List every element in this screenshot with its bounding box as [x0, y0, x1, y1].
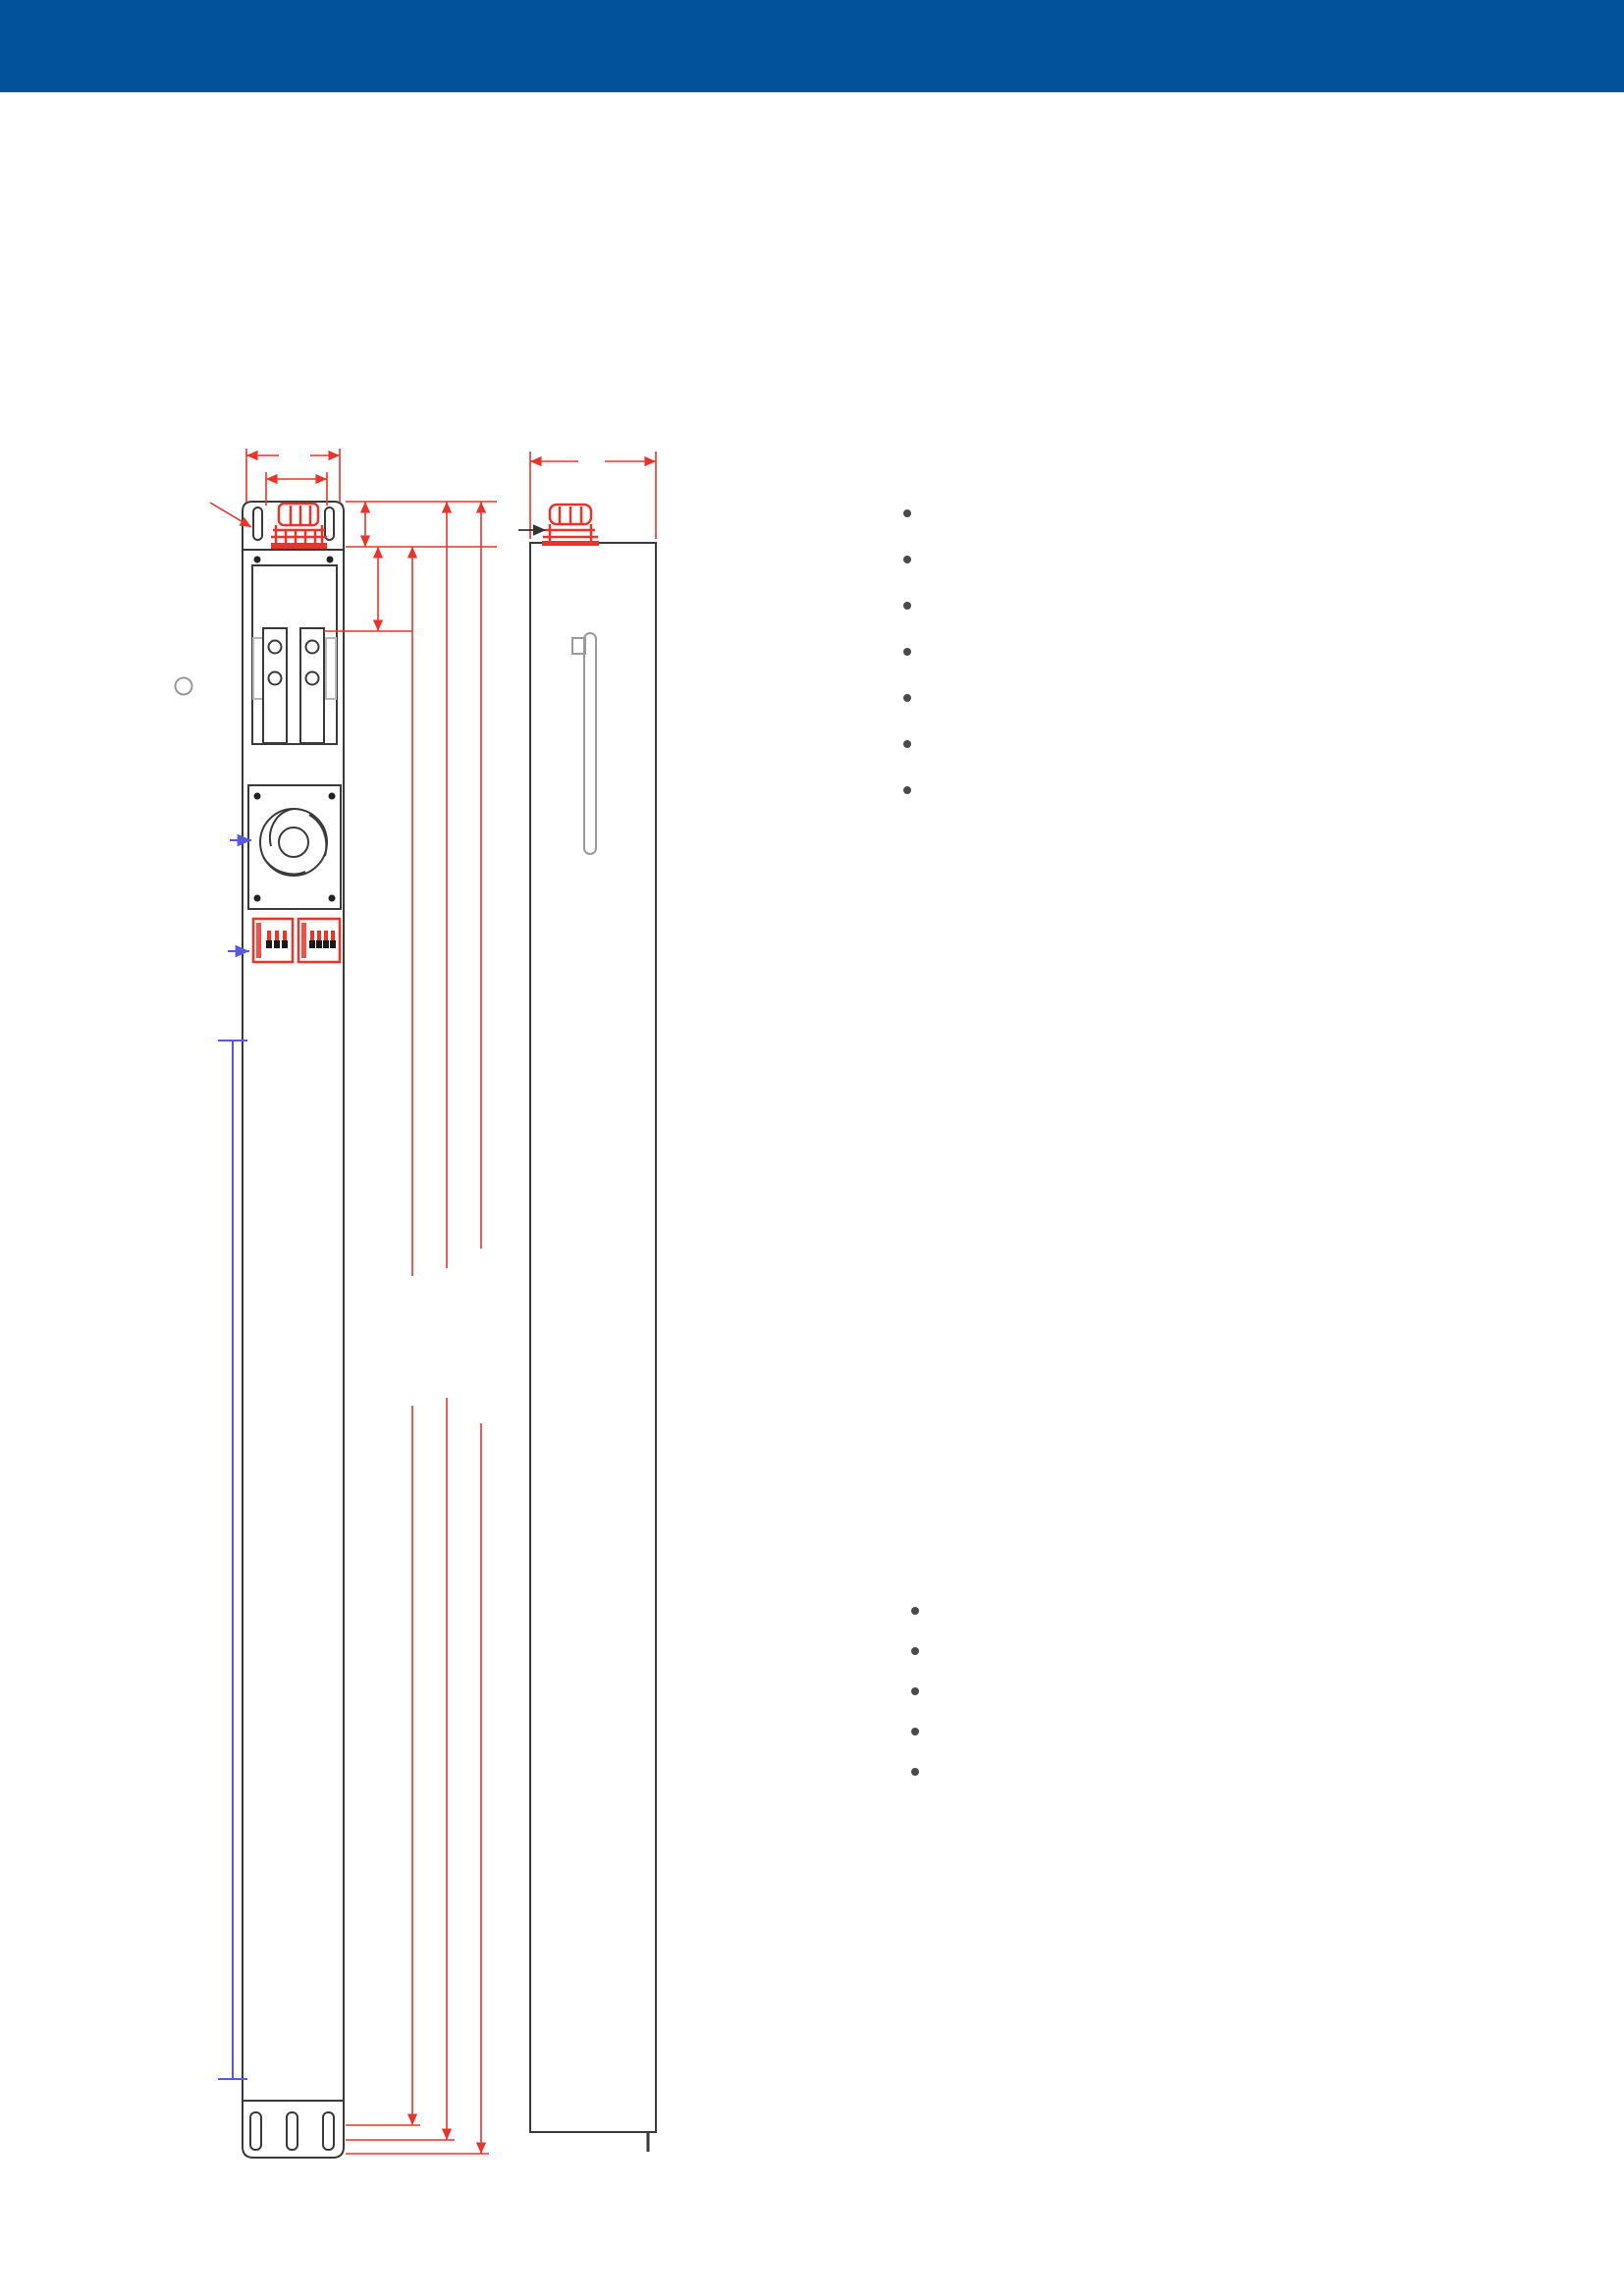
- feature-item: [892, 775, 925, 822]
- header-band: [0, 0, 1624, 92]
- mounting-bracket: [242, 501, 345, 550]
- bracket-slot: [324, 507, 335, 541]
- side-view: [529, 542, 657, 2152]
- application-item: [899, 1596, 933, 1636]
- application-item: [899, 1717, 933, 1757]
- bullet-icon: [903, 602, 911, 610]
- bullet-icon: [911, 1687, 919, 1695]
- application-item: [899, 1677, 933, 1717]
- bullet-icon: [911, 1607, 919, 1615]
- busbar-strip: [262, 627, 288, 744]
- front-view: [242, 501, 345, 2159]
- feature-item: [892, 637, 925, 683]
- applications-list: [899, 1596, 933, 1797]
- product-features-list: [892, 499, 925, 822]
- bottom-slot: [249, 2111, 262, 2151]
- side-rail: [583, 632, 597, 855]
- feature-item: [892, 729, 925, 775]
- busbar-strip: [299, 627, 325, 744]
- bullet-icon: [903, 786, 911, 794]
- bullet-icon: [903, 648, 911, 656]
- bottom-slot: [322, 2111, 335, 2151]
- bracket-slot: [252, 507, 263, 541]
- cable-gland: [542, 503, 599, 546]
- fan-box: [247, 784, 342, 910]
- application-item: [899, 1636, 933, 1677]
- input-busbar-terminal: [271, 502, 327, 549]
- feature-item: [892, 683, 925, 729]
- bullet-icon: [911, 1647, 919, 1655]
- feature-item: [892, 499, 925, 545]
- bullet-icon: [911, 1728, 919, 1735]
- bullet-icon: [903, 740, 911, 748]
- bottom-slot: [286, 2111, 298, 2151]
- led-modules: [251, 917, 342, 964]
- bullet-icon: [903, 509, 911, 517]
- bullet-icon: [911, 1768, 919, 1776]
- bullet-icon: [903, 556, 911, 563]
- application-item: [899, 1757, 933, 1797]
- front-body: [242, 549, 345, 2159]
- dimension-lines: [209, 449, 657, 2155]
- bullet-icon: [903, 694, 911, 702]
- pe-ground-symbol: [174, 676, 193, 696]
- mcb-callout-bracket: [218, 833, 251, 2080]
- feature-item: [892, 545, 925, 591]
- feature-item: [892, 591, 925, 637]
